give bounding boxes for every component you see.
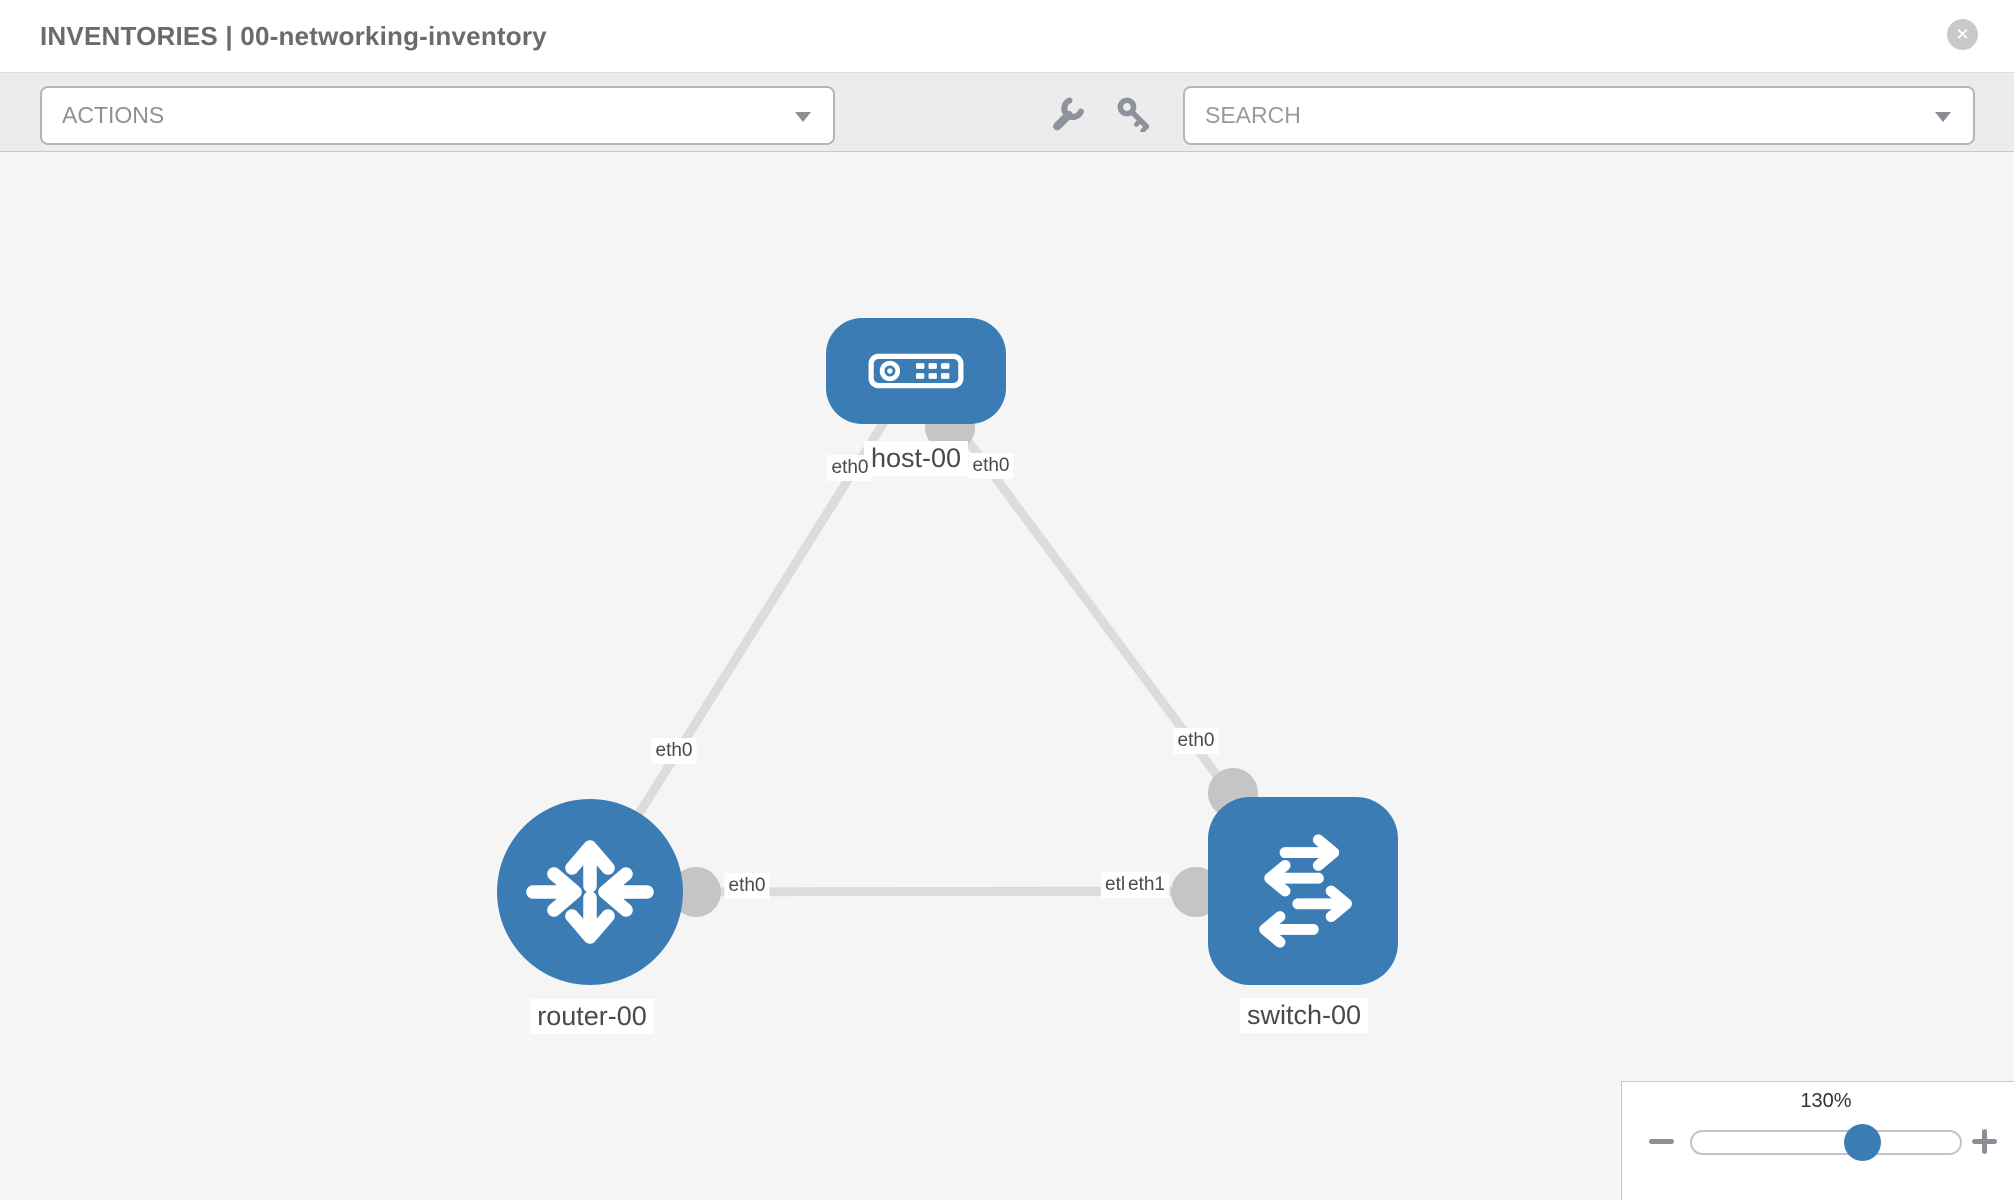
zoom-out-icon[interactable] xyxy=(1649,1139,1674,1144)
interface-label-host-eth0-right: eth0 xyxy=(968,453,1014,479)
interface-dot-router[interactable] xyxy=(671,867,721,917)
wrench-icon[interactable] xyxy=(1049,96,1085,132)
node-label-switch: switch-00 xyxy=(1239,998,1369,1033)
search-dropdown[interactable] xyxy=(1183,86,1975,145)
close-icon[interactable]: ✕ xyxy=(1947,19,1978,50)
chevron-down-icon xyxy=(795,112,811,122)
node-host-00[interactable] xyxy=(826,318,1006,424)
actions-dropdown[interactable]: ACTIONS xyxy=(40,86,835,145)
zoom-slider-handle[interactable] xyxy=(1844,1124,1881,1161)
zoom-control-panel: 130% xyxy=(1621,1081,2014,1200)
node-label-router: router-00 xyxy=(530,999,654,1034)
interface-label-router-eth0: eth0 xyxy=(724,873,770,899)
page-title: INVENTORIES | 00-networking-inventory xyxy=(40,21,547,51)
interface-label-host-eth0-left: eth0 xyxy=(827,455,873,481)
switch-icon xyxy=(1259,834,1352,948)
zoom-slider-track[interactable] xyxy=(1690,1130,1962,1155)
actions-dropdown-label: ACTIONS xyxy=(62,102,165,128)
chevron-down-icon xyxy=(1935,112,1951,122)
key-icon[interactable] xyxy=(1116,96,1152,132)
node-switch-00[interactable] xyxy=(1208,797,1398,985)
node-label-host: host-00 xyxy=(863,441,969,476)
host-icon xyxy=(868,353,964,389)
zoom-in-icon-bar xyxy=(1982,1129,1987,1154)
zoom-level-value: 130% xyxy=(1800,1090,1852,1112)
header: INVENTORIES | 00-networking-inventory ✕ xyxy=(0,0,2014,73)
interface-label-router-eth0-uplink: eth0 xyxy=(651,738,697,764)
toolbar: ACTIONS xyxy=(0,72,2014,152)
interface-label-switch-eth0-uplink: eth0 xyxy=(1173,728,1219,754)
router-icon xyxy=(526,840,654,944)
interface-label-switch-eth1: eth1 xyxy=(1124,872,1169,898)
topology-canvas[interactable] xyxy=(0,152,2014,1200)
zoom-in-icon[interactable] xyxy=(1972,1129,1997,1154)
search-input[interactable] xyxy=(1185,88,1945,143)
node-router-00[interactable] xyxy=(497,799,683,985)
